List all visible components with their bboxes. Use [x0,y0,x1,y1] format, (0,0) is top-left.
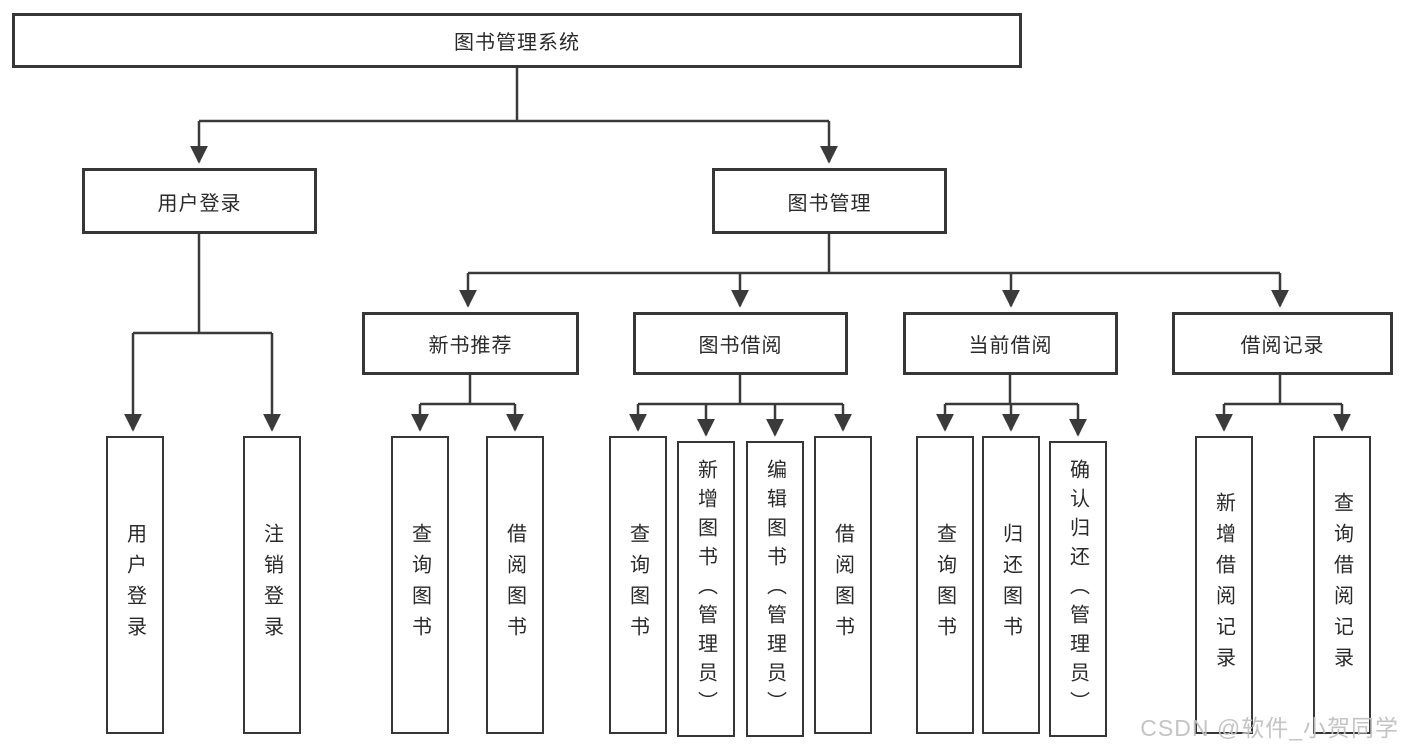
node-root-system: 图书管理系统 [12,13,1022,68]
leaf-bb-query-book-label: 查询图书 [626,523,649,647]
node-current-borrow: 当前借阅 [903,312,1118,375]
leaf-cb-return-book-label: 归还图书 [999,523,1022,647]
node-user-login-label: 用户登录 [157,192,242,215]
node-book-borrow-label: 图书借阅 [698,335,783,357]
leaf-br-add-record: 新增借阅记录 [1195,436,1253,734]
node-user-login: 用户登录 [82,168,317,234]
node-new-book-rec-label: 新书推荐 [428,335,513,357]
leaf-nbr-borrow-book: 借阅图书 [486,436,544,734]
leaf-bb-edit-book-admin: 编辑图书（管理员） [746,441,804,737]
node-book-mgmt-label: 图书管理 [787,192,872,215]
node-new-book-rec: 新书推荐 [362,312,579,375]
leaf-bb-borrow-book: 借阅图书 [814,436,872,734]
leaf-user-login-label: 用户登录 [123,523,146,647]
leaf-bb-query-book: 查询图书 [609,436,667,734]
node-book-borrow: 图书借阅 [633,312,848,375]
node-book-mgmt: 图书管理 [712,168,947,234]
leaf-bb-borrow-book-label: 借阅图书 [831,523,854,647]
leaf-user-login: 用户登录 [106,436,164,734]
leaf-bb-add-book-admin-label: 新增图书（管理员） [694,458,717,720]
leaf-br-query-record-label: 查询借阅记录 [1330,492,1353,678]
node-current-borrow-label: 当前借阅 [968,335,1053,357]
node-root-label: 图书管理系统 [454,32,580,54]
leaf-nbr-query-book-label: 查询图书 [408,523,431,647]
leaf-bb-add-book-admin: 新增图书（管理员） [677,441,735,737]
leaf-cb-query-book: 查询图书 [916,436,974,734]
leaf-logout: 注销登录 [243,436,301,734]
node-borrow-records-label: 借阅记录 [1240,335,1325,357]
csdn-watermark: CSDN @软件_小贺同学 [1140,715,1399,741]
leaf-logout-label: 注销登录 [260,523,283,647]
leaf-cb-confirm-return-admin: 确认归还（管理员） [1049,441,1107,737]
leaf-cb-query-book-label: 查询图书 [933,523,956,647]
leaf-cb-confirm-return-admin-label: 确认归还（管理员） [1066,458,1089,720]
leaf-bb-edit-book-admin-label: 编辑图书（管理员） [763,458,786,720]
leaf-br-add-record-label: 新增借阅记录 [1212,492,1235,678]
node-borrow-records: 借阅记录 [1172,312,1393,375]
leaf-cb-return-book: 归还图书 [982,436,1040,734]
leaf-nbr-borrow-book-label: 借阅图书 [503,523,526,647]
leaf-br-query-record: 查询借阅记录 [1313,436,1371,734]
leaf-nbr-query-book: 查询图书 [391,436,449,734]
